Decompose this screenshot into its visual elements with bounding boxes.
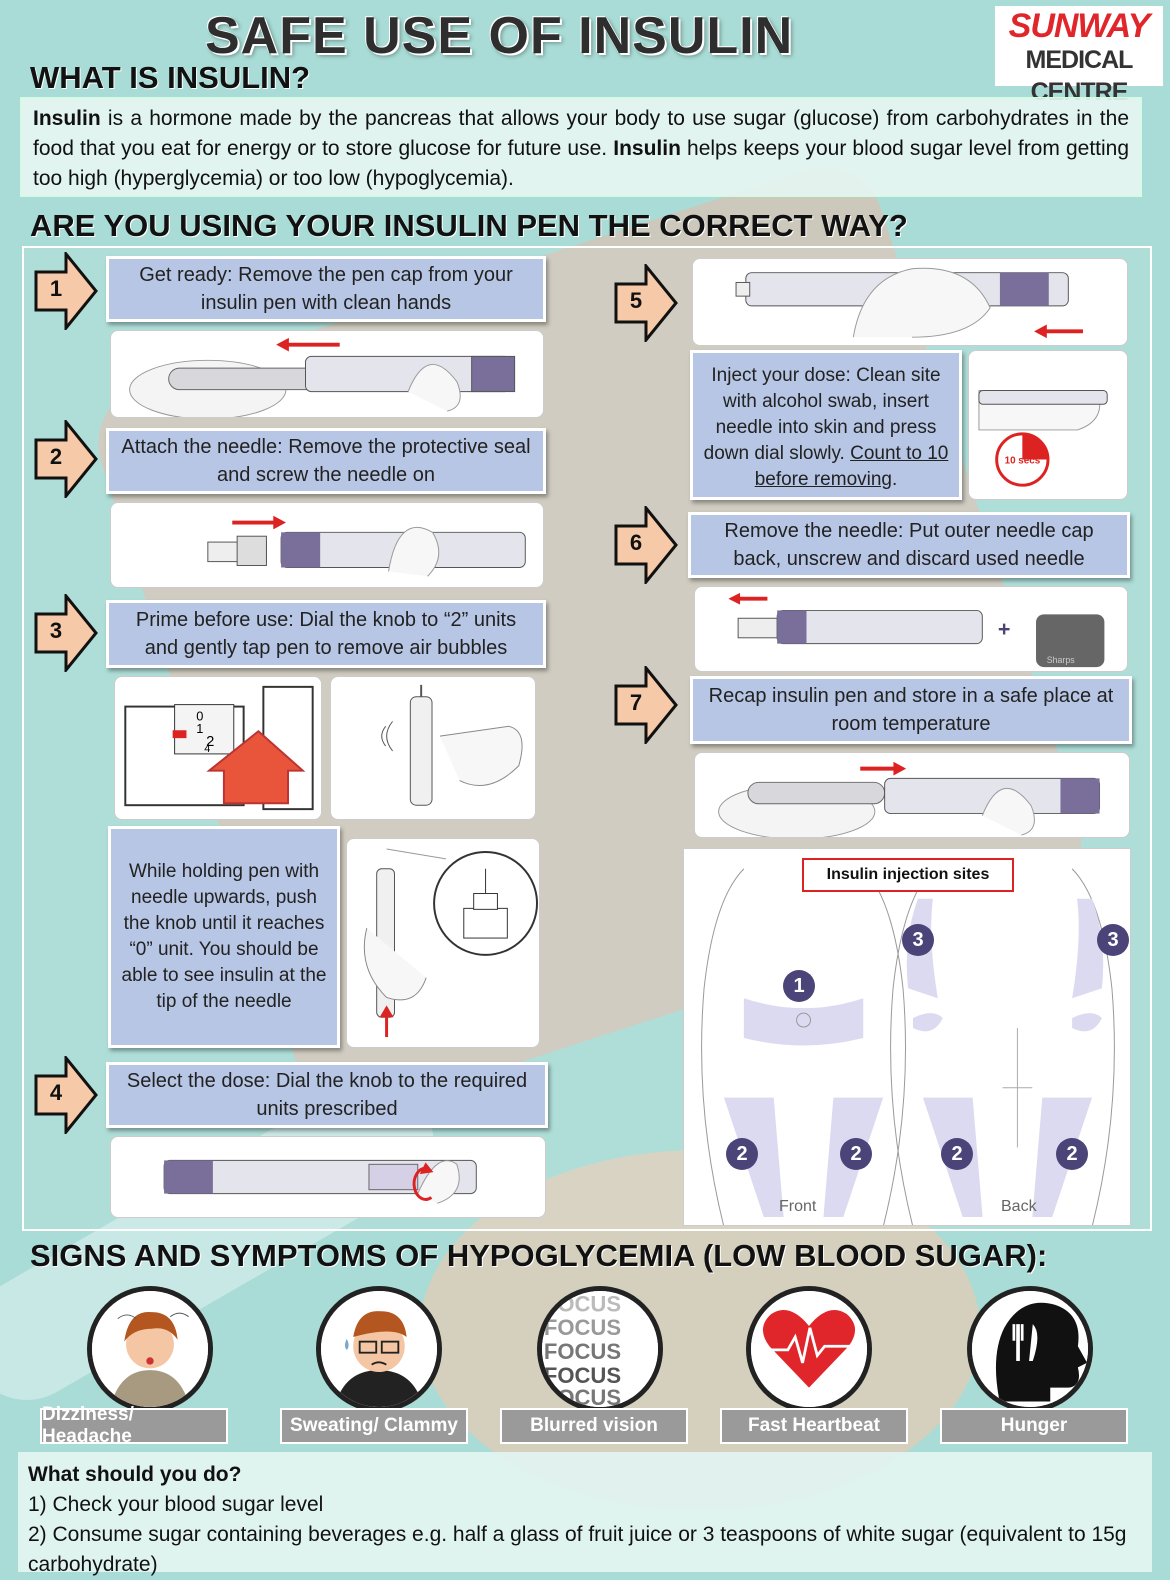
dial-to-two-illustration: 0 1 2 4 bbox=[114, 676, 322, 820]
hunger-head-icon bbox=[967, 1286, 1093, 1412]
step-1-box: Get ready: Remove the pen cap from your … bbox=[106, 256, 546, 322]
site-marker-buttock-right: 2 bbox=[1056, 1138, 1088, 1170]
site-marker-thigh-front-right: 2 bbox=[840, 1138, 872, 1170]
remove-needle-illustration: + Sharps bbox=[694, 586, 1128, 672]
tap-pen-illustration bbox=[330, 676, 536, 820]
step-2-arrow: 2 bbox=[34, 420, 98, 498]
what-to-do-box: What should you do? 1) Check your blood … bbox=[18, 1452, 1152, 1576]
symptom-label-heartbeat: Fast Heartbeat bbox=[720, 1408, 908, 1444]
step-7-box: Recap insulin pen and store in a safe pl… bbox=[690, 676, 1132, 744]
dial-number-0: 0 bbox=[196, 708, 203, 723]
todo-item-2: 2) Consume sugar containing beverages e.… bbox=[28, 1523, 1127, 1576]
pen-heading: ARE YOU USING YOUR INSULIN PEN THE CORRE… bbox=[30, 208, 908, 243]
focus-word-3: FOCUS bbox=[544, 1339, 621, 1364]
focus-word-4: FOCUS bbox=[544, 1363, 621, 1388]
remove-cap-illustration bbox=[110, 330, 544, 418]
sweating-man-icon bbox=[316, 1286, 442, 1412]
what-to-do-question: What should you do? bbox=[28, 1463, 242, 1486]
timer-label: 10 secs bbox=[1005, 455, 1041, 466]
step-7-arrow: 7 bbox=[614, 666, 678, 744]
intro-bold-1: Insulin bbox=[33, 107, 101, 130]
back-label: Back bbox=[1001, 1198, 1037, 1215]
site-marker-arm-left: 3 bbox=[902, 924, 934, 956]
hypo-heading: SIGNS AND SYMPTOMS OF HYPOGLYCEMIA (LOW … bbox=[30, 1238, 1048, 1273]
step-6-number: 6 bbox=[629, 530, 643, 555]
blurred-focus-icon: FOCUS FOCUS FOCUS FOCUS FOCUS bbox=[537, 1286, 663, 1412]
step-5-box: Inject your dose: Clean site with alcoho… bbox=[690, 350, 962, 500]
dial-number-4: 4 bbox=[204, 743, 210, 755]
symptom-label-blurred: Blurred vision bbox=[500, 1408, 688, 1444]
step-5-arrow: 5 bbox=[614, 264, 678, 342]
site-marker-buttock-left: 2 bbox=[941, 1138, 973, 1170]
symptom-label-sweating: Sweating/ Clammy bbox=[280, 1408, 468, 1444]
step-7-number: 7 bbox=[629, 690, 643, 715]
site-marker-thigh-front-left: 2 bbox=[726, 1138, 758, 1170]
step-1-arrow: 1 bbox=[34, 252, 98, 330]
step-5-number: 5 bbox=[629, 288, 643, 313]
symptom-label-dizziness: Dizziness/ Headache bbox=[40, 1404, 228, 1447]
insulin-intro: Insulin is a hormone made by the pancrea… bbox=[20, 97, 1142, 197]
svg-text:+: + bbox=[998, 617, 1011, 641]
sharps-label: Sharps bbox=[1047, 655, 1075, 665]
step-5-count-text: Count to 10 before removing bbox=[754, 443, 949, 490]
what-is-heading: WHAT IS INSULIN? bbox=[30, 60, 311, 95]
dizzy-woman-icon bbox=[87, 1286, 213, 1412]
sunway-logo: SUNWAY MEDICAL CENTRE bbox=[995, 6, 1163, 106]
step-4-arrow: 4 bbox=[34, 1056, 98, 1134]
step-3-number: 3 bbox=[49, 618, 63, 643]
attach-needle-illustration bbox=[110, 502, 544, 588]
symptom-label-hunger: Hunger bbox=[940, 1408, 1128, 1444]
step-1-number: 1 bbox=[49, 276, 63, 301]
step-6-arrow: 6 bbox=[614, 506, 678, 584]
heartbeat-icon bbox=[746, 1286, 872, 1412]
dial-number-1: 1 bbox=[196, 721, 203, 736]
dial-number-2: 2 bbox=[206, 734, 214, 750]
step-5-text-end: . bbox=[892, 469, 898, 490]
todo-item-1: 1) Check your blood sugar level bbox=[28, 1493, 324, 1516]
logo-line1: SUNWAY bbox=[1008, 7, 1151, 45]
timer-illustration: 10 secs bbox=[968, 350, 1128, 500]
select-dose-illustration bbox=[110, 1136, 546, 1218]
front-label: Front bbox=[779, 1198, 817, 1215]
injection-sites-label: Insulin injection sites bbox=[802, 858, 1014, 892]
focus-word-2: FOCUS bbox=[544, 1315, 621, 1340]
site-marker-abdomen: 1 bbox=[783, 970, 815, 1002]
page-title: SAFE USE OF INSULIN bbox=[205, 7, 794, 65]
step-5-text: Inject your dose: Clean site with alcoho… bbox=[703, 365, 941, 464]
step-6-box: Remove the needle: Put outer needle cap … bbox=[688, 512, 1130, 578]
recap-pen-illustration bbox=[694, 752, 1130, 838]
site-marker-arm-right: 3 bbox=[1097, 924, 1129, 956]
intro-text-1: is a hormone made by the pancreas that a… bbox=[33, 107, 1129, 160]
inject-hand-illustration bbox=[692, 258, 1128, 346]
push-knob-illustration bbox=[346, 838, 540, 1048]
step-2-box: Attach the needle: Remove the protective… bbox=[106, 428, 546, 494]
step-3-arrow: 3 bbox=[34, 594, 98, 672]
injection-sites-diagram bbox=[683, 848, 1131, 1226]
step-3-box: Prime before use: Dial the knob to “2” u… bbox=[106, 600, 546, 668]
step-4-number: 4 bbox=[49, 1080, 63, 1105]
intro-bold-2: Insulin bbox=[613, 137, 681, 160]
step-2-number: 2 bbox=[49, 444, 63, 469]
intro-text-2: helps keeps your blood sugar level from … bbox=[33, 137, 1130, 190]
prime-note-box: While holding pen with needle upwards, p… bbox=[108, 826, 340, 1048]
step-4-box: Select the dose: Dial the knob to the re… bbox=[106, 1062, 548, 1128]
